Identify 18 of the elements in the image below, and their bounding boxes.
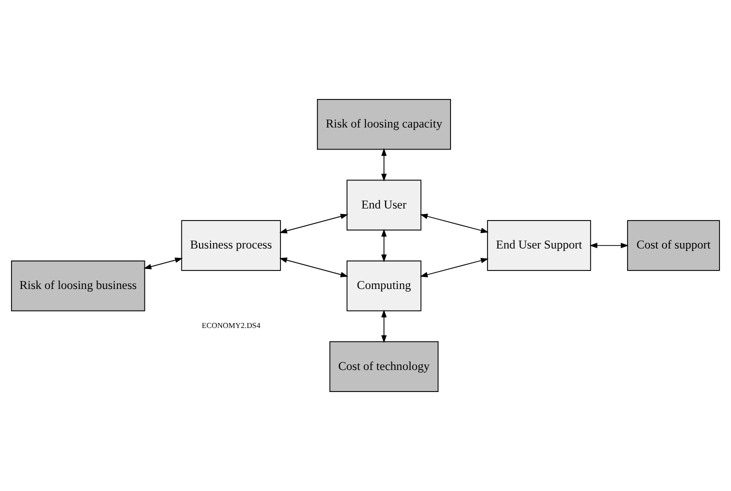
- arrow: [279, 214, 348, 234]
- arrow: [590, 242, 629, 248]
- label: ECONOMY2.DS4: [202, 321, 260, 330]
- node-box: Risk of loosing capacity: [316, 99, 451, 150]
- node-box: Business process: [181, 220, 281, 271]
- node-box: Cost of technology: [329, 341, 439, 392]
- arrow: [381, 148, 387, 182]
- node-box: End User Support: [487, 220, 592, 271]
- arrow: [420, 258, 489, 278]
- arrow: [381, 310, 387, 344]
- arrow: [420, 214, 489, 234]
- node-box: Risk of loosing business: [11, 260, 146, 312]
- node-box: End User: [346, 180, 422, 230]
- arrow: [279, 258, 348, 278]
- arrow: [144, 258, 183, 270]
- node-box: Computing: [346, 260, 422, 312]
- node-box: Cost of support: [627, 220, 720, 271]
- arrow: [381, 228, 387, 262]
